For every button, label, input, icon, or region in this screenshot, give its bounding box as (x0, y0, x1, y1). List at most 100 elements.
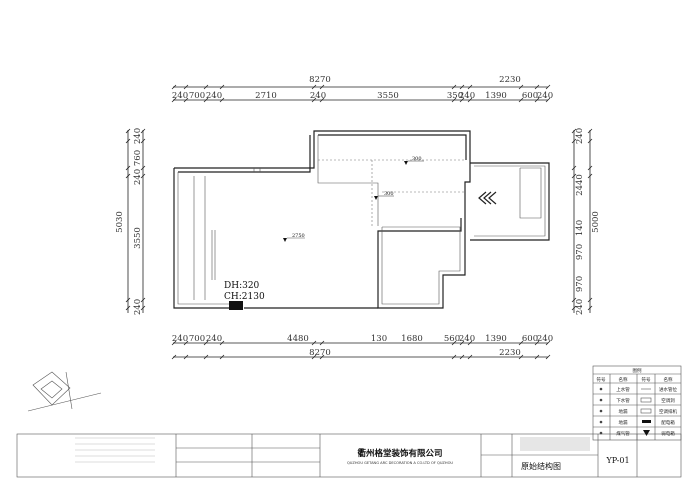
company-logo-icon (27, 371, 102, 412)
dimension-tick (125, 173, 131, 179)
dim-top-part: 240 (206, 91, 222, 101)
dim-top-part: 2710 (255, 91, 277, 101)
dimension-tick (571, 165, 577, 171)
dim-right-part: 140 (575, 220, 585, 236)
dim-right-total: 5000 (591, 211, 601, 233)
dimension-tick (451, 340, 457, 346)
dimension-tick (125, 165, 131, 171)
dim-right-part: 240 (575, 299, 585, 315)
dim-top-total-side: 2230 (499, 75, 521, 85)
dimension-tick (311, 354, 317, 360)
dimension-tick (534, 97, 540, 103)
dimension-tick (183, 84, 189, 90)
dimension-tick (587, 128, 593, 134)
dimension-tick (183, 354, 189, 360)
dim-bottom-part: 1680 (401, 334, 423, 344)
dim-top-part: 240 (537, 91, 553, 101)
dimension-tick (203, 97, 209, 103)
legend-table: 图例 符号 名称 符号 名称 上水管 进水管位 下水管 空调洞 地漏 空调排机 … (592, 365, 682, 441)
dim-top-part: 350 (447, 91, 463, 101)
svg-text:300: 300 (384, 191, 394, 197)
svg-text:地漏: 地漏 (619, 408, 628, 415)
dimension-tick (219, 354, 225, 360)
dim-left-part: 240 (133, 169, 143, 185)
dimension-tick (534, 340, 540, 346)
dim-bottom-part: 240 (459, 334, 475, 344)
dimension-tick (125, 297, 131, 303)
dimension-tick (467, 84, 473, 90)
dim-bottom-part: 240 (206, 334, 222, 344)
level-marker-2: 300 (374, 191, 394, 200)
dimension-tick (183, 97, 189, 103)
bottom-dimensions: 240 700 240 4480 130 1680 560 240 1390 6… (172, 334, 553, 358)
company-name-cn: 衢州格堂装饰有限公司 (357, 448, 442, 459)
title-block: 衢州格堂装饰有限公司 QUZHOU GETANG ARC DECORATION … (175, 434, 638, 477)
dimension-tick (587, 138, 593, 144)
dimension-tick (219, 340, 225, 346)
dimension-tick (140, 165, 146, 171)
dimension-tick (219, 97, 225, 103)
dimension-tick (571, 297, 577, 303)
dimension-tick (311, 97, 317, 103)
right-dimensions: 5000 240 2440 140 970 970 240 (573, 128, 601, 315)
svg-text:名称: 名称 (664, 376, 673, 383)
dimension-tick (319, 340, 325, 346)
dimension-tick (459, 354, 465, 360)
dimension-tick (467, 97, 473, 103)
ceiling-height-label: CH:2130 (224, 292, 265, 302)
dim-right-part: 970 (575, 276, 585, 292)
dim-left-total: 5030 (115, 211, 125, 233)
dimension-tick (125, 138, 131, 144)
dimension-tick (571, 173, 577, 179)
dim-bottom-total-side: 2230 (499, 348, 521, 358)
dimension-tick (311, 84, 317, 90)
dimension-tick (140, 173, 146, 179)
dimension-tick (459, 340, 465, 346)
dimension-tick (518, 354, 524, 360)
dim-left-part: 240 (133, 128, 143, 144)
level-marker-3: 2750 (283, 233, 305, 242)
dimension-tick (451, 354, 457, 360)
dimension-tick (319, 97, 325, 103)
dim-top-part: 240 (459, 91, 475, 101)
legend-title: 图例 (633, 367, 642, 374)
dim-right-part: 970 (575, 244, 585, 260)
title-block-frame (16, 433, 682, 478)
svg-text:地漏: 地漏 (619, 419, 628, 426)
svg-text:进水管位: 进水管位 (659, 386, 677, 393)
dimension-tick (571, 138, 577, 144)
svg-text:煤气管: 煤气管 (616, 430, 630, 437)
svg-text:弱电箱: 弱电箱 (661, 430, 675, 437)
dimension-tick (545, 340, 551, 346)
svg-text:上水管: 上水管 (616, 386, 630, 393)
dim-bottom-part: 560 (444, 334, 460, 344)
dim-bottom-part: 240 (172, 334, 188, 344)
dim-bottom-total-main: 8270 (309, 348, 331, 358)
dim-top-part: 240 (172, 91, 188, 101)
dim-top-part: 700 (189, 91, 205, 101)
dim-bottom-part: 700 (189, 334, 205, 344)
dim-left-part: 3550 (133, 227, 143, 249)
dimension-tick (203, 354, 209, 360)
dimension-tick (545, 97, 551, 103)
dimension-tick (451, 97, 457, 103)
dimension-tick (467, 340, 473, 346)
watermark-notes (75, 437, 155, 463)
dimension-tick (311, 340, 317, 346)
svg-text:符号: 符号 (642, 376, 651, 383)
dimension-tick (545, 354, 551, 360)
dim-left-part: 760 (133, 150, 143, 166)
dimension-tick (587, 173, 593, 179)
dim-top-part: 600 (522, 91, 538, 101)
dim-bottom-part: 1390 (485, 334, 507, 344)
svg-text:配电箱: 配电箱 (661, 419, 675, 426)
dim-bottom-part: 4480 (287, 334, 309, 344)
dimension-tick (571, 128, 577, 134)
dimension-tick (203, 84, 209, 90)
dimension-tick (545, 84, 551, 90)
dim-right-part: 2440 (575, 174, 585, 196)
dim-left-part: 240 (133, 299, 143, 315)
dimension-tick (140, 128, 146, 134)
dim-right-part: 240 (575, 128, 585, 144)
